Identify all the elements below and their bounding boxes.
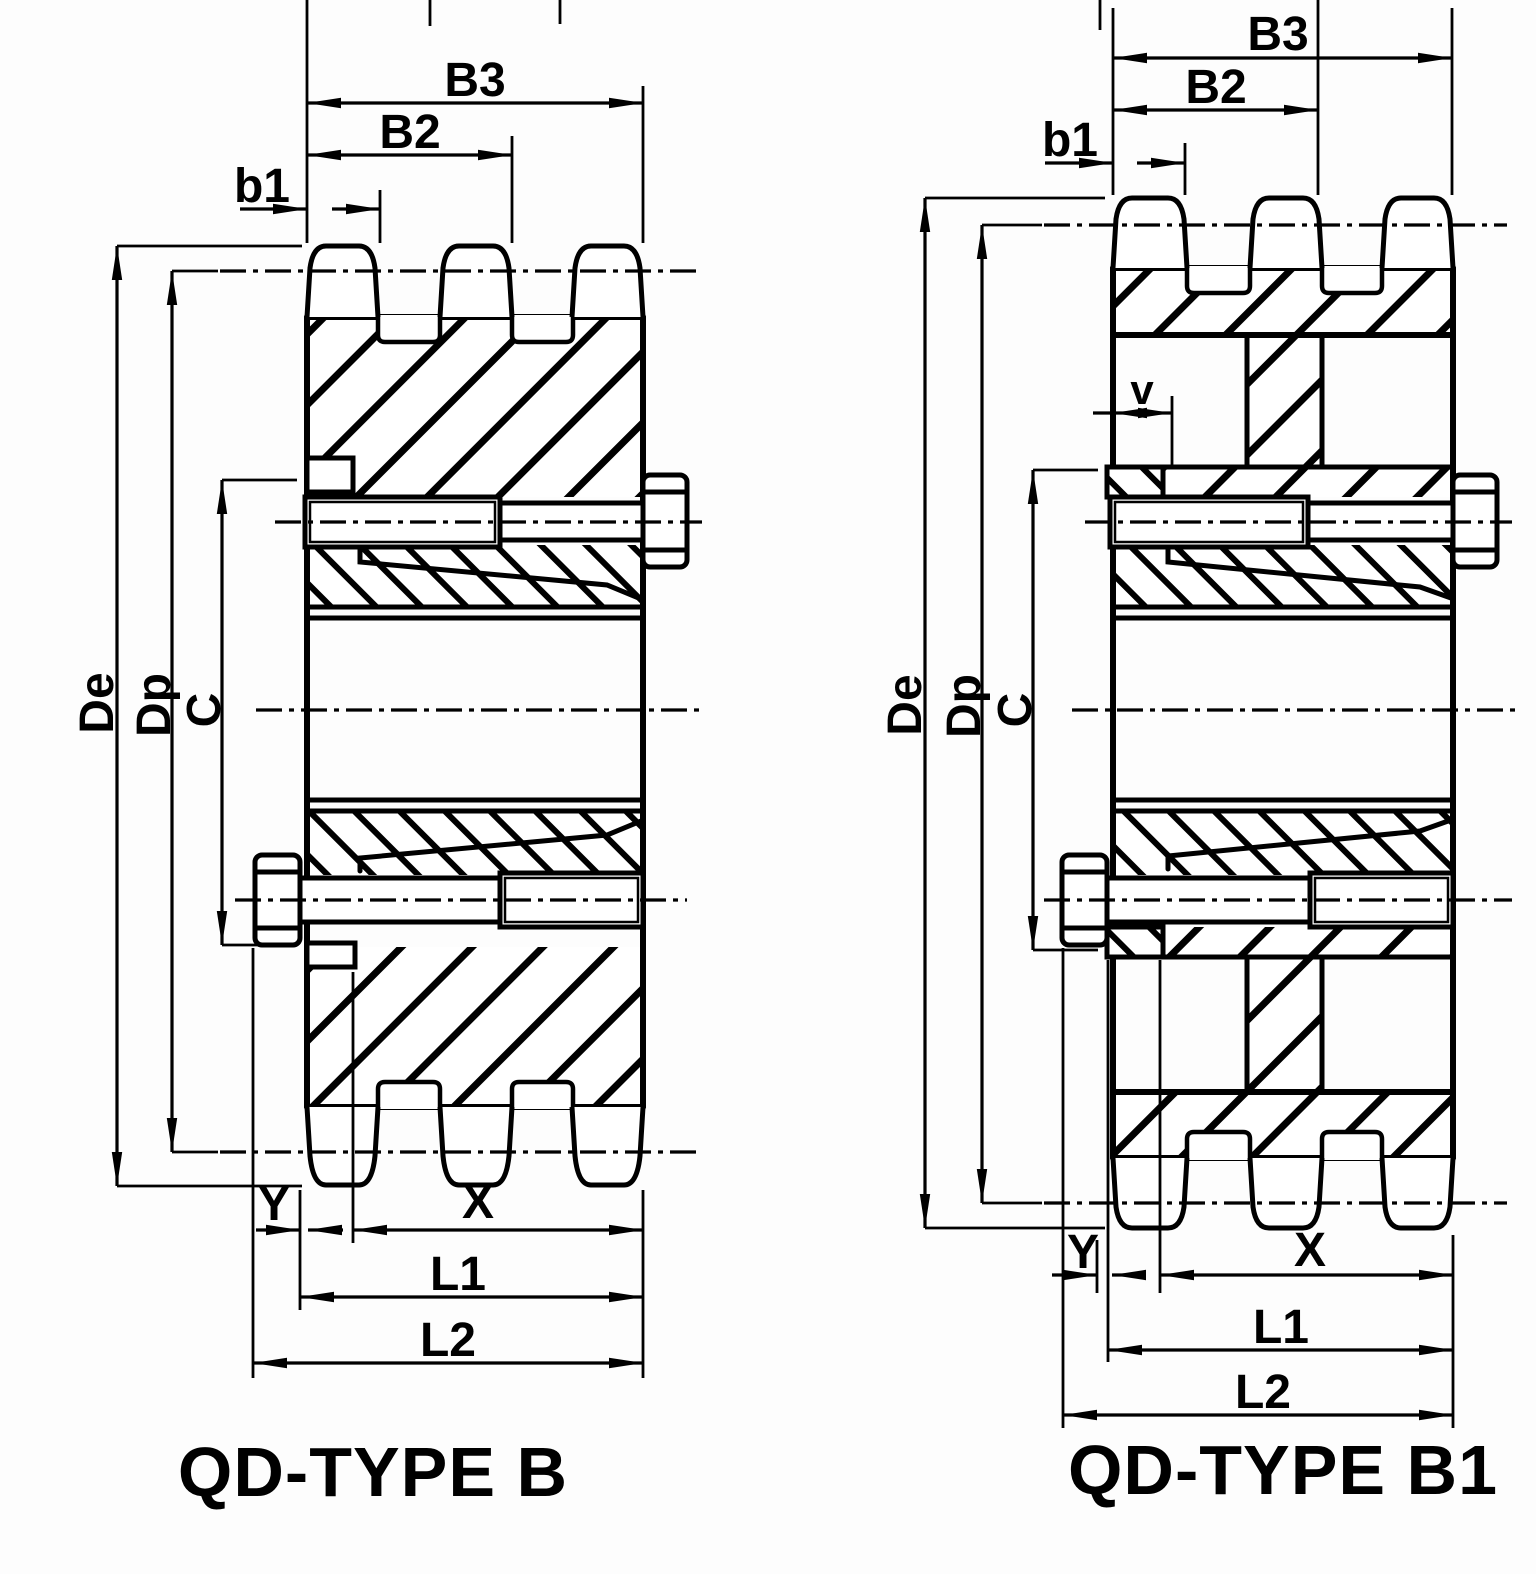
taper-line-lower xyxy=(1165,817,1454,872)
hatched-sections xyxy=(307,317,643,1107)
taper-line-lower xyxy=(357,818,644,874)
dimensions xyxy=(111,0,645,1378)
label-de: De xyxy=(879,674,932,735)
sprocket-teeth-bottom xyxy=(304,1106,646,1188)
sprocket-teeth-top xyxy=(1110,195,1456,269)
label-l2: L2 xyxy=(420,1314,476,1367)
label-b1: b1 xyxy=(1042,114,1098,167)
label-x: X xyxy=(1294,1224,1326,1277)
tooth-valley-notches xyxy=(1184,266,1385,1160)
view-title-left: QD-TYPE B xyxy=(178,1433,568,1511)
view-qd-type-b1: B3 B2 b1 v De Dp C Y X L1 L2 QD-TYPE B1 xyxy=(879,0,1519,1509)
label-de: De xyxy=(71,672,124,733)
centerlines xyxy=(220,269,702,1154)
dimension-labels: B3 B2 b1 De Dp C Y X L1 L2 xyxy=(71,54,506,1367)
hatched-sections xyxy=(1113,268,1453,1158)
label-b1: b1 xyxy=(234,160,290,213)
label-c: C xyxy=(989,693,1042,728)
dimension-labels: B3 B2 b1 v De Dp C Y X L1 L2 xyxy=(879,8,1326,1419)
view-qd-type-b: B3 B2 b1 De Dp C Y X L1 L2 QD-TYPE B xyxy=(71,0,702,1511)
dimensions xyxy=(919,0,1455,1428)
label-x: X xyxy=(462,1176,494,1229)
label-b2: B2 xyxy=(1185,61,1246,114)
label-dp: Dp xyxy=(938,674,991,738)
label-l2: L2 xyxy=(1235,1366,1291,1419)
label-y: Y xyxy=(1067,1226,1099,1279)
bushing-flange-upper xyxy=(304,455,356,495)
label-dp: Dp xyxy=(128,673,181,737)
label-b2: B2 xyxy=(379,106,440,159)
bushing-flange-lower xyxy=(304,940,358,970)
centerlines xyxy=(1044,223,1519,1205)
body-outline xyxy=(1104,265,1456,1161)
label-l1: L1 xyxy=(1253,1301,1309,1354)
label-b3: B3 xyxy=(1247,8,1308,61)
label-b3: B3 xyxy=(444,54,505,107)
label-l1: L1 xyxy=(430,1248,486,1301)
sprocket-teeth-bottom xyxy=(1110,1157,1456,1231)
taper-line-upper xyxy=(357,546,644,602)
bushing-flange-lower xyxy=(1104,924,1166,960)
label-y: Y xyxy=(258,1178,290,1231)
label-v: v xyxy=(1130,366,1154,413)
sprocket-teeth-top xyxy=(304,243,646,318)
taper-line-upper xyxy=(1165,546,1454,601)
bushing-flange-upper xyxy=(1104,464,1166,500)
view-title-right: QD-TYPE B1 xyxy=(1068,1431,1498,1509)
label-c: C xyxy=(178,693,231,728)
tooth-valley-notches xyxy=(375,315,576,1109)
